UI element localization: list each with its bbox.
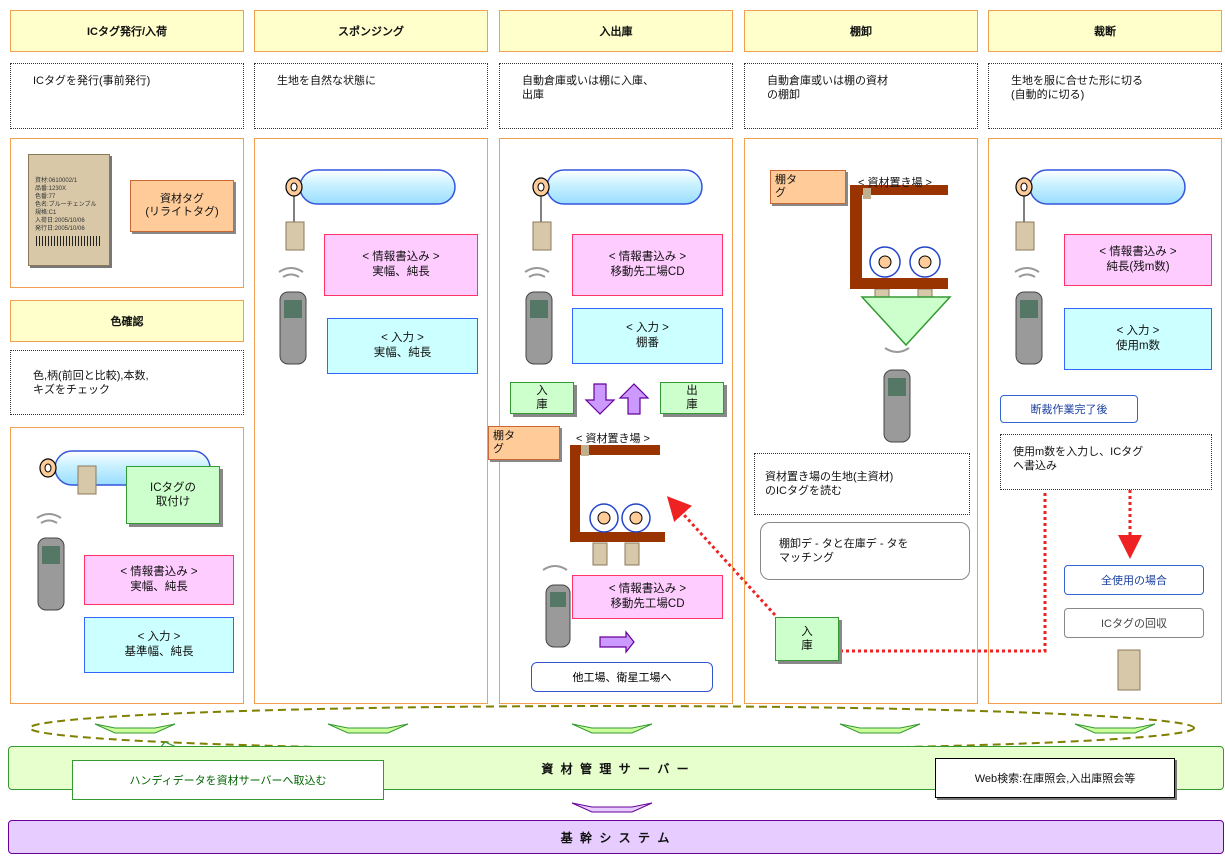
color-check-description: 色,柄(前回と比較),本数, キズをチェック xyxy=(10,350,244,415)
shelf-tag-label: 棚タ グ xyxy=(488,426,560,460)
storage-area-label: < 資材置き場 > xyxy=(576,433,650,445)
handheld-scanner-icon xyxy=(1014,267,1043,365)
column-header-sponging: スポンジング xyxy=(254,10,488,52)
material-tag-callout: 資材タグ (リライトタグ) xyxy=(130,180,234,232)
ic-tag-icon xyxy=(1117,649,1141,691)
handheld-scanner-icon xyxy=(524,267,553,365)
in-stock-label: 入 庫 xyxy=(510,382,574,414)
all-used-label: 全使用の場合 xyxy=(1064,565,1204,595)
column-header-label: ICタグ発行/入荷 xyxy=(86,26,168,38)
server-title: 資 材 管 理 サ ー バ ー xyxy=(541,761,691,776)
core-title: 基 幹 シ ス テ ム xyxy=(560,830,672,845)
ic-tag-icon xyxy=(624,542,640,566)
ic-tag-icon xyxy=(532,221,552,251)
matching-note: 棚卸デ - タと在庫デ - タを マッチング xyxy=(760,522,970,580)
usage-note: 使用m数を入力し、ICタグ へ書込み xyxy=(1000,434,1212,490)
column-header-label: 裁断 xyxy=(1094,26,1116,38)
sponging-panel xyxy=(254,138,488,704)
tag-panel xyxy=(10,138,244,288)
storage-shelf-diagram xyxy=(570,445,665,542)
fabric-roll-icon xyxy=(1015,169,1186,222)
column-header-inventory: 棚卸 xyxy=(744,10,978,52)
step-description: ICタグを発行(事前発行) xyxy=(10,63,244,129)
input-info-box: < 入力 > 基準幅、純長 xyxy=(84,617,234,673)
column-header-label: 棚卸 xyxy=(850,26,872,38)
ic-tag-icon xyxy=(592,542,608,566)
ic-tag-icon xyxy=(1015,221,1035,251)
after-cutting-label: 断裁作業完了後 xyxy=(1000,395,1138,423)
ic-attach-panel xyxy=(10,427,244,704)
transfer-box: 他工場、衛星工場へ xyxy=(531,662,713,692)
fabric-roll-icon xyxy=(285,169,456,222)
column-header-label: スポンジング xyxy=(338,26,404,38)
shelf-tag-label: 棚タ グ xyxy=(770,170,846,204)
barcode-icon xyxy=(36,236,100,246)
write-info-box: < 情報書込み > 実幅、純長 xyxy=(324,234,478,296)
storage-area-label: < 資材置き場 > xyxy=(858,177,932,189)
web-search-label: Web検索:在庫照会,入出庫照会等 xyxy=(935,758,1175,798)
step-description: 生地を自然な状態に xyxy=(254,63,488,129)
cutting-panel xyxy=(988,138,1222,704)
input-info-box: < 入力 > 実幅、純長 xyxy=(327,318,478,374)
ic-tag-attach-label: ICタグの 取付け xyxy=(126,466,220,524)
fabric-roll-icon xyxy=(532,169,703,222)
handheld-scanner-icon xyxy=(542,565,571,648)
ic-tag-recovery-label: ICタグの回収 xyxy=(1064,608,1204,638)
color-check-header: 色確認 xyxy=(10,300,244,342)
server-core-link-icon xyxy=(571,802,653,813)
column-header-in-out: 入出庫 xyxy=(499,10,733,52)
handheld-scanner-icon xyxy=(883,347,911,443)
column-header-ic-issue: ICタグ発行/入荷 xyxy=(10,10,244,52)
flow-arrow-red xyxy=(666,490,1142,653)
write-info-box: < 情報書込み > 移動先工場CD xyxy=(572,575,723,619)
dock-icon xyxy=(94,723,1156,734)
handheld-scanner-icon xyxy=(36,513,65,611)
step-description: 自動倉庫或いは棚に入庫、 出庫 xyxy=(499,63,733,129)
inventory-panel xyxy=(744,138,978,704)
write-info-box: < 情報書込み > 純長(残m数) xyxy=(1064,234,1212,286)
step-description: 生地を服に合せた形に切る (自動的に切る) xyxy=(988,63,1222,129)
in-stock-label: 入 庫 xyxy=(775,617,839,661)
write-info-box: < 情報書込み > 移動先工場CD xyxy=(572,234,723,296)
out-stock-label: 出 庫 xyxy=(660,382,724,414)
input-info-box: < 入力 > 棚番 xyxy=(572,308,723,364)
write-info-box: < 情報書込み > 実幅、純長 xyxy=(84,555,234,605)
step-description: 自動倉庫或いは棚の資材 の棚卸 xyxy=(744,63,978,129)
handheld-scanner-icon xyxy=(278,267,307,365)
ic-tag-icon xyxy=(77,465,97,495)
column-header-label: 入出庫 xyxy=(599,26,633,38)
column-header-cutting: 裁断 xyxy=(988,10,1222,52)
import-handheld-data-label: ハンディデータを資材サーバーへ取込む xyxy=(72,760,384,800)
color-check-label: 色確認 xyxy=(110,316,144,328)
material-tag-card: 資材:0610002/1 品番:1230X 色番:77 色名:ブルーチェンブル … xyxy=(28,154,110,266)
in-out-arrows-icon xyxy=(584,383,650,654)
storage-shelf-diagram xyxy=(850,185,952,347)
in-out-panel xyxy=(499,138,733,704)
input-info-box: < 入力 > 使用m数 xyxy=(1064,308,1212,370)
core-system: 基 幹 シ ス テ ム xyxy=(8,820,1224,854)
ic-tag-icon xyxy=(285,221,305,251)
handheld-network-ellipse xyxy=(29,705,1195,751)
read-ic-note: 資材置き場の生地(主資材) のICタグを読む xyxy=(754,453,970,515)
